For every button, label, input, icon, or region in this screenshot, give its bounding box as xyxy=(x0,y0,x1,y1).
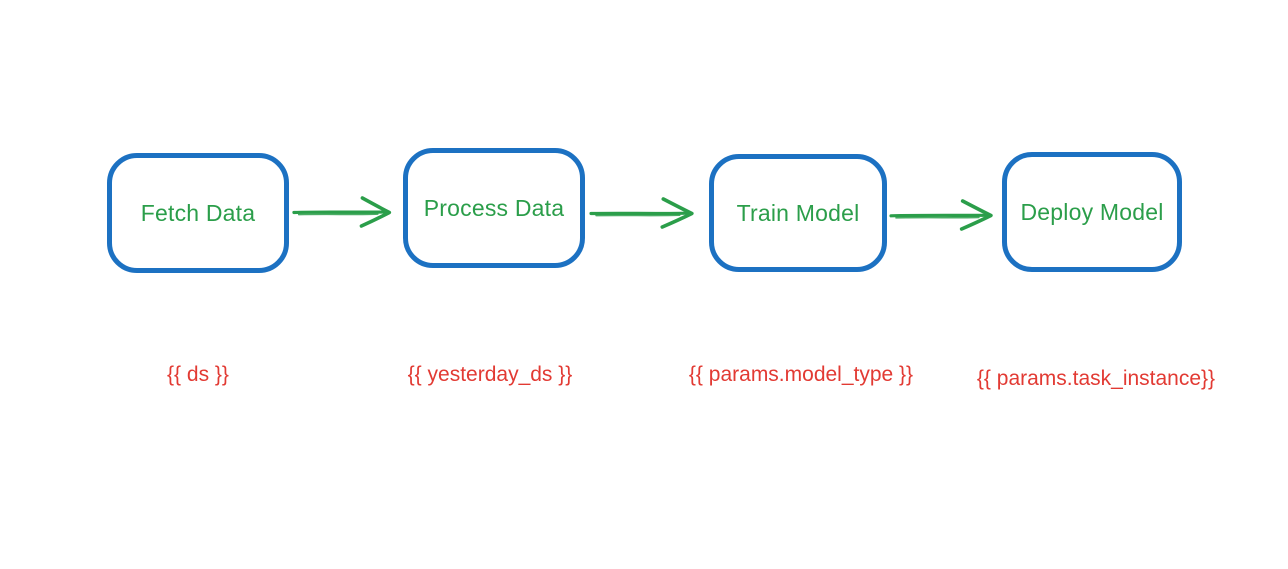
node-train-model: Train Model xyxy=(709,154,887,272)
arrow-train-to-deploy-icon xyxy=(889,199,993,231)
node-deploy-model: Deploy Model xyxy=(1002,152,1182,272)
template-value-params-model-type: {{ params.model_type }} xyxy=(688,363,914,386)
template-value-ds: {{ ds }} xyxy=(167,363,229,386)
template-value-params-task-instance: {{ params.task_instance}} xyxy=(976,367,1216,390)
node-deploy-model-label: Deploy Model xyxy=(1020,198,1164,225)
node-process-data: Process Data xyxy=(403,148,585,268)
node-fetch-data-label: Fetch Data xyxy=(140,199,256,226)
node-fetch-data: Fetch Data xyxy=(107,153,289,273)
node-process-data-label: Process Data xyxy=(423,194,565,221)
template-value-yesterday-ds: {{ yesterday_ds }} xyxy=(407,363,573,386)
arrow-process-to-train-icon xyxy=(589,197,694,229)
arrow-fetch-to-process-icon xyxy=(292,196,392,228)
node-train-model-label: Train Model xyxy=(736,199,860,226)
